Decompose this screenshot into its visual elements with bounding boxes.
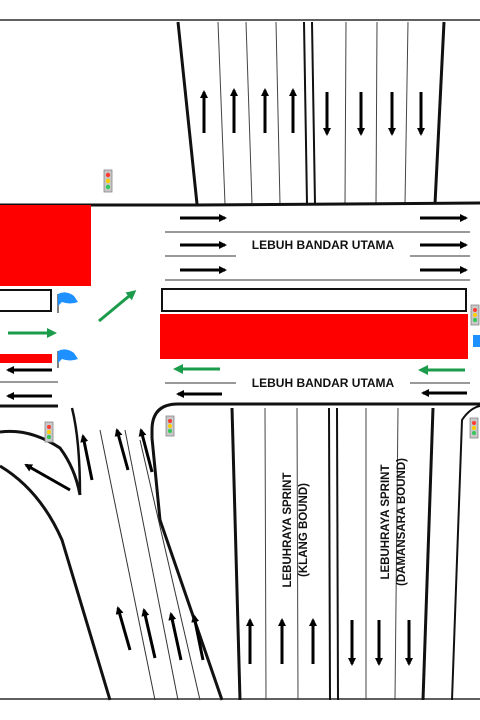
median-red-block <box>160 314 468 359</box>
arrow-up-icon <box>115 606 132 651</box>
traffic-light-icon <box>44 421 54 443</box>
arrow-up-icon <box>168 612 183 661</box>
southwest-arrows <box>80 428 205 661</box>
svg-text:LEBUHRAYA SPRINT: LEBUHRAYA SPRINT <box>380 464 392 579</box>
arrow-up-icon <box>191 614 205 661</box>
southwest-road <box>70 407 224 701</box>
arrow-up-icon <box>114 428 130 471</box>
arrow-up-right-icon <box>98 290 137 323</box>
west-median-red <box>0 354 52 363</box>
arrow-up-icon <box>80 434 94 481</box>
median-white <box>161 288 467 312</box>
svg-text:(DAMANSARA BOUND): (DAMANSARA BOUND) <box>396 458 408 586</box>
svg-text:LEBUHRAYA SPRINT: LEBUHRAYA SPRINT <box>282 472 294 587</box>
road-label-lebuh-bandar-utama-top: LEBUH BANDAR UTAMA <box>252 238 395 252</box>
flag-icon <box>57 349 78 368</box>
arrow-up-icon <box>138 428 154 473</box>
road-label-lebuh-bandar-utama-bottom: LEBUH BANDAR UTAMA <box>252 376 395 390</box>
svg-text:(KLANG BOUND): (KLANG BOUND) <box>298 483 310 577</box>
westbound-arrows <box>173 364 467 398</box>
flag-icon <box>57 292 78 313</box>
flag-icon <box>473 335 480 347</box>
south-arrows <box>246 618 413 666</box>
traffic-light-icon <box>469 417 479 439</box>
traffic-light-icon <box>165 415 175 437</box>
sprint-label-damansara: LEBUHRAYA SPRINT (DAMANSARA BOUND) <box>380 458 408 586</box>
south-road <box>230 405 480 701</box>
west-median-white <box>0 289 52 312</box>
traffic-light-icon <box>470 304 480 326</box>
arrow-up-icon <box>141 608 157 659</box>
traffic-light-icon <box>103 169 113 193</box>
arrow-up-left-icon <box>24 463 71 492</box>
sprint-label-klang: LEBUHRAYA SPRINT (KLANG BOUND) <box>282 472 310 587</box>
north-road <box>176 21 446 205</box>
west-red-block <box>0 205 91 286</box>
eastbound-lanes <box>165 231 470 281</box>
eastbound-arrows <box>180 214 468 274</box>
north-arrows <box>200 88 425 136</box>
west-arrows <box>6 366 52 400</box>
slip-road <box>0 429 112 701</box>
